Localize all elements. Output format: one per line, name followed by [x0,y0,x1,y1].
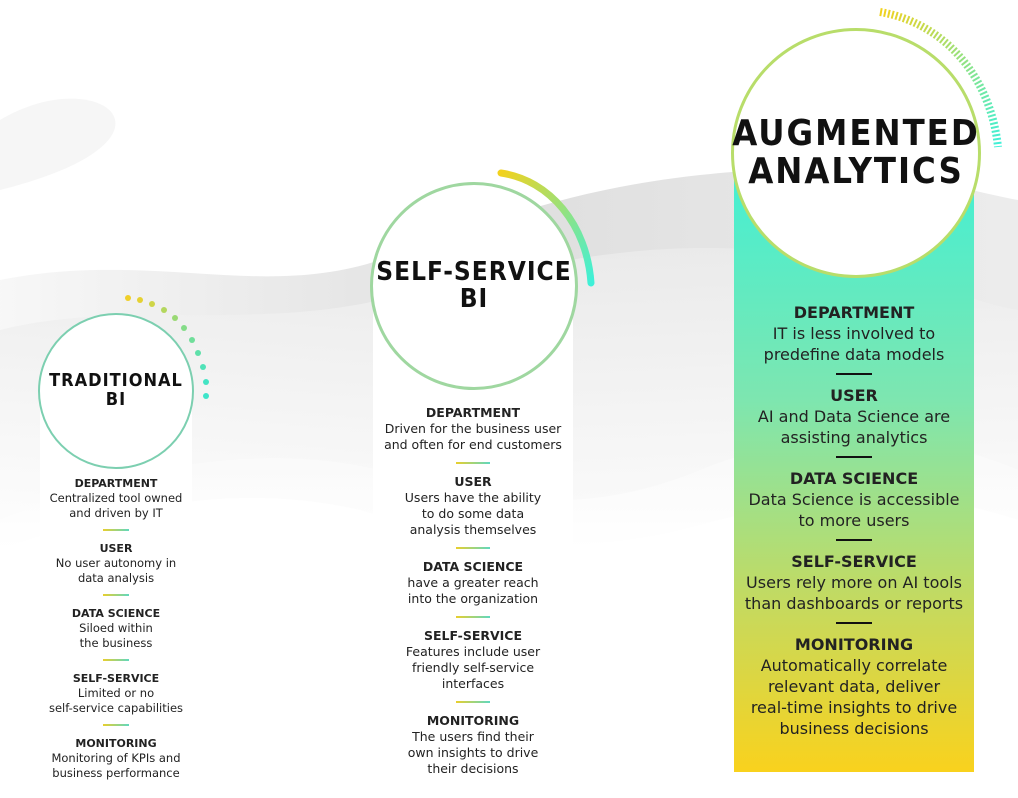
section-heading: USER [99,542,133,555]
section-text: Users have the ability to do some data a… [404,490,542,537]
section-text: AI and Data Science are assisting analyt… [757,407,951,447]
section-heading: DATA SCIENCE [789,469,919,488]
section-heading: DATA SCIENCE [422,559,524,574]
section-divider [836,622,872,624]
section-user: USER AI and Data Science are assisting an… [734,385,974,448]
section-heading: MONITORING [75,737,157,750]
self-service-bi-title: SELF-SERVICE BI [376,256,572,314]
section-heading: USER [830,386,878,405]
section-self-service: SELF-SERVICE Users rely more on AI tools … [734,551,974,614]
section-heading: SELF-SERVICE [423,628,523,643]
section-text: Siloed within the business [79,621,153,650]
section-text: Features include user friendly self-serv… [405,644,541,691]
section-divider [836,539,872,541]
section-heading: MONITORING [426,713,520,728]
section-monitoring: MONITORING Automatically correlate releva… [734,634,974,739]
augmented-analytics-sections: DEPARTMENT IT is less involved to predefi… [734,302,974,739]
section-heading: SELF-SERVICE [791,552,917,571]
section-divider [456,616,490,618]
section-heading: MONITORING [794,635,914,654]
section-department: DEPARTMENT IT is less involved to predefi… [734,302,974,365]
section-divider [103,594,129,596]
self-service-bi-arc [497,169,595,287]
section-divider [836,373,872,375]
section-heading: DEPARTMENT [74,477,158,490]
section-heading: DEPARTMENT [793,303,915,322]
augmented-analytics-hatched-arc [879,8,1002,148]
section-divider [456,462,490,464]
section-text: No user autonomy in data analysis [55,556,177,585]
section-divider [836,456,872,458]
traditional-bi-dotted-arc [125,295,209,399]
augmented-analytics-circle: AUGMENTED ANALYTICS [731,28,981,278]
section-heading: SELF-SERVICE [72,672,160,685]
section-heading: DEPARTMENT [425,405,521,420]
section-text: Data Science is accessible to more users [748,490,960,530]
section-heading: DATA SCIENCE [71,607,161,620]
traditional-bi-circle: TRADITIONAL BI [38,313,194,469]
section-text: Centralized tool owned and driven by IT [49,491,183,520]
section-text: IT is less involved to predefine data mo… [763,324,945,364]
section-text: Monitoring of KPIs and business performa… [51,751,181,780]
section-divider [456,701,490,703]
section-data-science: DATA SCIENCE Data Science is accessible t… [734,468,974,531]
section-text: The users find their own insights to dri… [407,729,539,776]
traditional-bi-title: TRADITIONAL BI [49,370,183,410]
section-text: Limited or no self-service capabilities [48,686,184,715]
section-divider [103,724,129,726]
section-divider [103,659,129,661]
section-divider [456,547,490,549]
section-heading: USER [454,474,492,489]
section-text: Users rely more on AI tools than dashboa… [744,573,964,613]
section-divider [103,529,129,531]
self-service-bi-circle: SELF-SERVICE BI [370,182,578,390]
section-text: Driven for the business user and often f… [384,421,562,452]
section-text: have a greater reach into the organizati… [407,575,539,606]
section-text: Automatically correlate relevant data, d… [750,656,958,738]
augmented-analytics-title: AUGMENTED ANALYTICS [732,113,980,192]
